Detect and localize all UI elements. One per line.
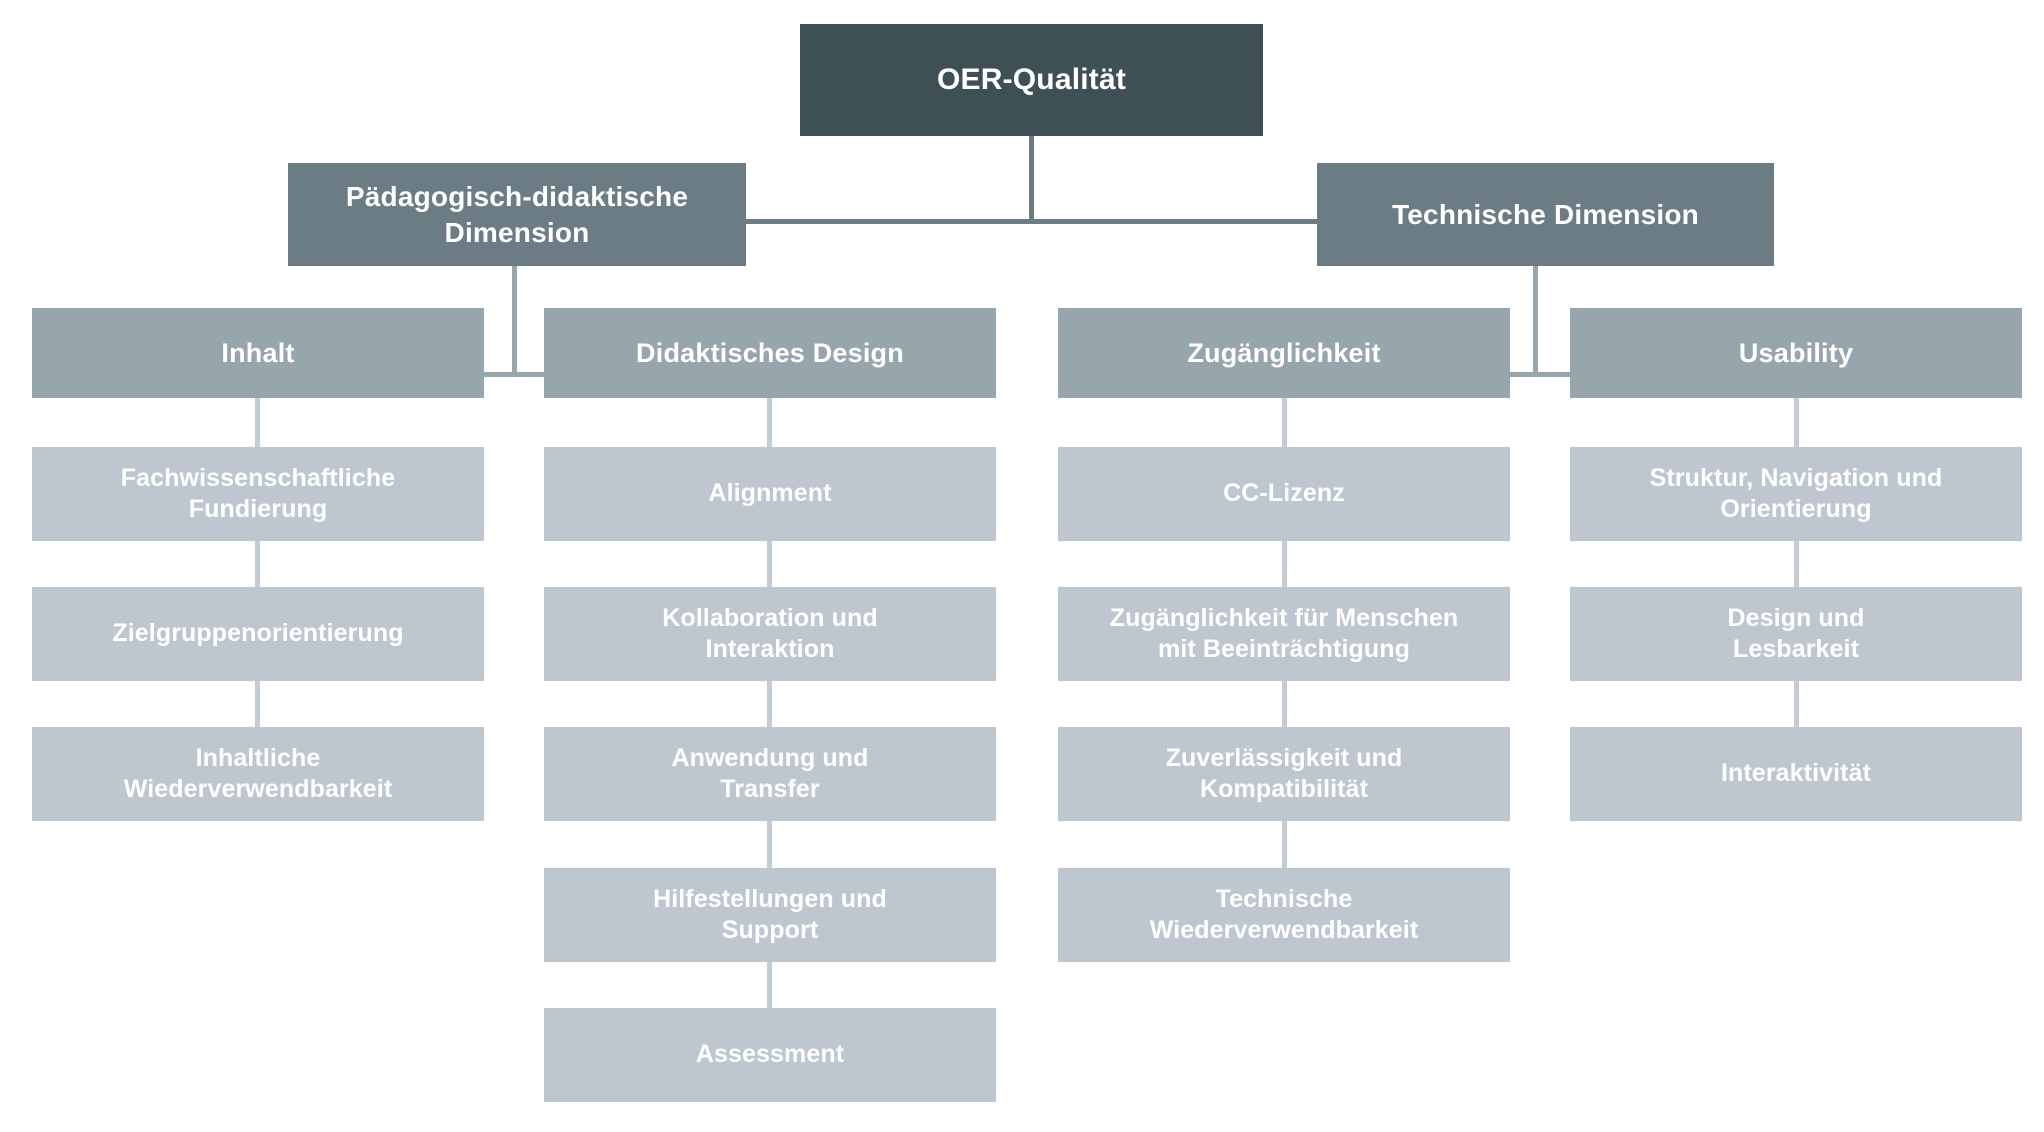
node-label: Kollaboration und Interaktion: [662, 603, 878, 664]
node-label: Zuverlässigkeit und Kompatibilität: [1165, 743, 1403, 804]
connector-root-down: [1029, 136, 1034, 221]
node-zuverlaessigkeit-und-kompatibilitaet[interactable]: Zuverlässigkeit und Kompatibilität: [1058, 727, 1510, 821]
connector-column-usability: [1794, 372, 1799, 752]
node-label: Inhaltliche Wiederverwendbarkeit: [123, 743, 393, 804]
node-label: Fachwissenschaftliche Fundierung: [120, 463, 396, 524]
node-inhalt[interactable]: Inhalt: [32, 308, 484, 398]
connector-column-inhalt: [255, 372, 260, 752]
node-label: Interaktivität: [1720, 759, 1872, 788]
node-label: Zielgruppenorientierung: [112, 619, 404, 648]
node-label: Technische Wiederverwendbarkeit: [1149, 884, 1419, 945]
node-paedagogisch-didaktische-dimension[interactable]: Pädagogisch-didaktische Dimension: [288, 163, 746, 266]
connector-dimensions-bar: [736, 219, 1332, 224]
node-label: Design und Lesbarkeit: [1727, 603, 1865, 664]
node-label: OER-Qualität: [936, 63, 1127, 97]
node-usability[interactable]: Usability: [1570, 308, 2022, 398]
node-label: Alignment: [708, 479, 832, 508]
node-zugaenglichkeit[interactable]: Zugänglichkeit: [1058, 308, 1510, 398]
node-label: CC-Lizenz: [1223, 479, 1345, 508]
node-cc-lizenz[interactable]: CC-Lizenz: [1058, 447, 1510, 541]
node-label: Assessment: [695, 1040, 845, 1069]
node-label: Anwendung und Transfer: [671, 743, 869, 804]
node-label: Hilfestellungen und Support: [653, 884, 887, 945]
node-struktur-navigation-und-orientierung[interactable]: Struktur, Navigation und Orientierung: [1570, 447, 2022, 541]
node-zielgruppenorientierung[interactable]: Zielgruppenorientierung: [32, 587, 484, 681]
node-hilfestellungen-und-support[interactable]: Hilfestellungen und Support: [544, 868, 996, 962]
node-kollaboration-und-interaktion[interactable]: Kollaboration und Interaktion: [544, 587, 996, 681]
node-fachwissenschaftliche-fundierung[interactable]: Fachwissenschaftliche Fundierung: [32, 447, 484, 541]
connector-pedagogic-crossbar: [258, 372, 770, 377]
node-design-und-lesbarkeit[interactable]: Design und Lesbarkeit: [1570, 587, 2022, 681]
node-didaktisches-design[interactable]: Didaktisches Design: [544, 308, 996, 398]
node-anwendung-und-transfer[interactable]: Anwendung und Transfer: [544, 727, 996, 821]
node-assessment[interactable]: Assessment: [544, 1008, 996, 1102]
connector-column-didaktisches-design: [767, 372, 772, 1032]
node-label: Usability: [1738, 337, 1854, 368]
node-label: Inhalt: [221, 337, 295, 368]
node-technische-dimension[interactable]: Technische Dimension: [1317, 163, 1774, 266]
node-alignment[interactable]: Alignment: [544, 447, 996, 541]
node-label: Struktur, Navigation und Orientierung: [1649, 463, 1943, 524]
node-label: Pädagogisch-didaktische Dimension: [345, 181, 689, 248]
node-inhaltliche-wiederverwendbarkeit[interactable]: Inhaltliche Wiederverwendbarkeit: [32, 727, 484, 821]
node-interaktivitaet[interactable]: Interaktivität: [1570, 727, 2022, 821]
connector-technical-crossbar: [1285, 372, 1797, 377]
node-label: Zugänglichkeit für Menschen mit Beeinträ…: [1109, 603, 1459, 664]
connector-pedagogic-down: [512, 266, 517, 377]
node-zugaenglichkeit-fuer-menschen-mit-beeintraechtigung[interactable]: Zugänglichkeit für Menschen mit Beeinträ…: [1058, 587, 1510, 681]
node-label: Didaktisches Design: [636, 337, 904, 368]
connector-technical-down: [1533, 266, 1538, 377]
node-technische-wiederverwendbarkeit[interactable]: Technische Wiederverwendbarkeit: [1058, 868, 1510, 962]
node-label: Zugänglichkeit: [1187, 337, 1381, 368]
node-oer-qualitaet[interactable]: OER-Qualität: [800, 24, 1263, 136]
node-label: Technische Dimension: [1392, 198, 1699, 230]
